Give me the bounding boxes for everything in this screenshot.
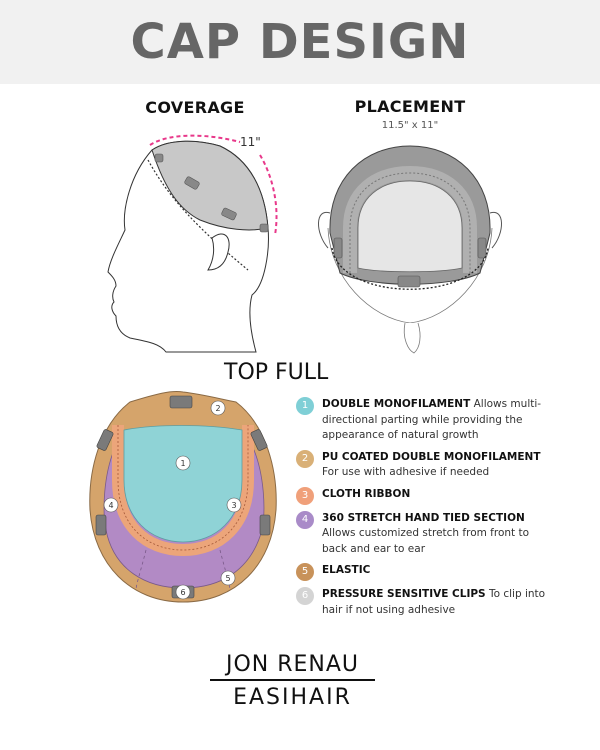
legend-title: PRESSURE SENSITIVE CLIPS: [322, 588, 486, 600]
legend-number-6: 6: [296, 587, 314, 605]
legend-number-1: 1: [296, 397, 314, 415]
legend-number-4: 4: [296, 510, 314, 529]
placement-label: PLACEMENT: [354, 97, 466, 116]
coverage-measurement: 11": [240, 135, 261, 149]
legend-desc: Allows multi-directional parting while p…: [322, 398, 542, 441]
svg-text:2: 2: [215, 404, 220, 413]
brand-divider: [210, 679, 375, 681]
coverage-label: COVERAGE: [145, 98, 245, 117]
svg-text:3: 3: [231, 501, 236, 510]
legend-title: CLOTH RIBBON: [322, 487, 411, 500]
cap-legend: 1 DOUBLE MONOFILAMENT Allows multi-direc…: [296, 397, 546, 624]
brand-line-2: EASIHAIR: [233, 684, 352, 710]
legend-item: 3 CLOTH RIBBON: [296, 486, 546, 505]
svg-text:4: 4: [108, 501, 113, 510]
legend-item: 2 PU COATED DOUBLE MONOFILAMENT For use w…: [296, 449, 546, 481]
legend-item: 4 360 STRETCH HAND TIED SECTION Allows c…: [296, 510, 546, 558]
legend-desc: For use with adhesive if needed: [322, 466, 490, 478]
legend-item: 1 DOUBLE MONOFILAMENT Allows multi-direc…: [296, 397, 546, 444]
svg-text:6: 6: [180, 588, 185, 597]
legend-title: PU COATED DOUBLE MONOFILAMENT: [322, 450, 541, 463]
legend-title: 360 STRETCH HAND TIED SECTION: [322, 511, 525, 524]
svg-text:1: 1: [180, 459, 185, 468]
page-title: CAP DESIGN: [130, 14, 470, 70]
brand-line-1: JON RENAU: [225, 652, 360, 677]
top-full-cap-diagram: 1 2 3 4 5 6: [89, 391, 277, 603]
legend-number-3: 3: [296, 486, 314, 505]
legend-item: 5 ELASTIC: [296, 563, 546, 581]
legend-number-2: 2: [296, 449, 314, 468]
svg-text:5: 5: [225, 574, 230, 583]
coverage-head-illustration: [107, 134, 278, 353]
legend-desc: Allows customized stretch from front to …: [322, 527, 530, 555]
legend-title: DOUBLE MONOFILAMENT: [322, 398, 471, 410]
cap-type-label: TOP FULL: [224, 360, 329, 385]
placement-dimensions: 11.5" x 11": [381, 120, 439, 131]
placement-head-illustration: [318, 145, 502, 354]
legend-number-5: 5: [296, 563, 314, 581]
legend-item: 6 PRESSURE SENSITIVE CLIPS To clip into …: [296, 587, 546, 618]
header-band: [0, 0, 600, 84]
brand-logo: JON RENAU EASIHAIR: [210, 652, 375, 710]
legend-desc: To clip into hair if not using adhesive: [322, 588, 546, 616]
legend-title: ELASTIC: [322, 564, 371, 576]
